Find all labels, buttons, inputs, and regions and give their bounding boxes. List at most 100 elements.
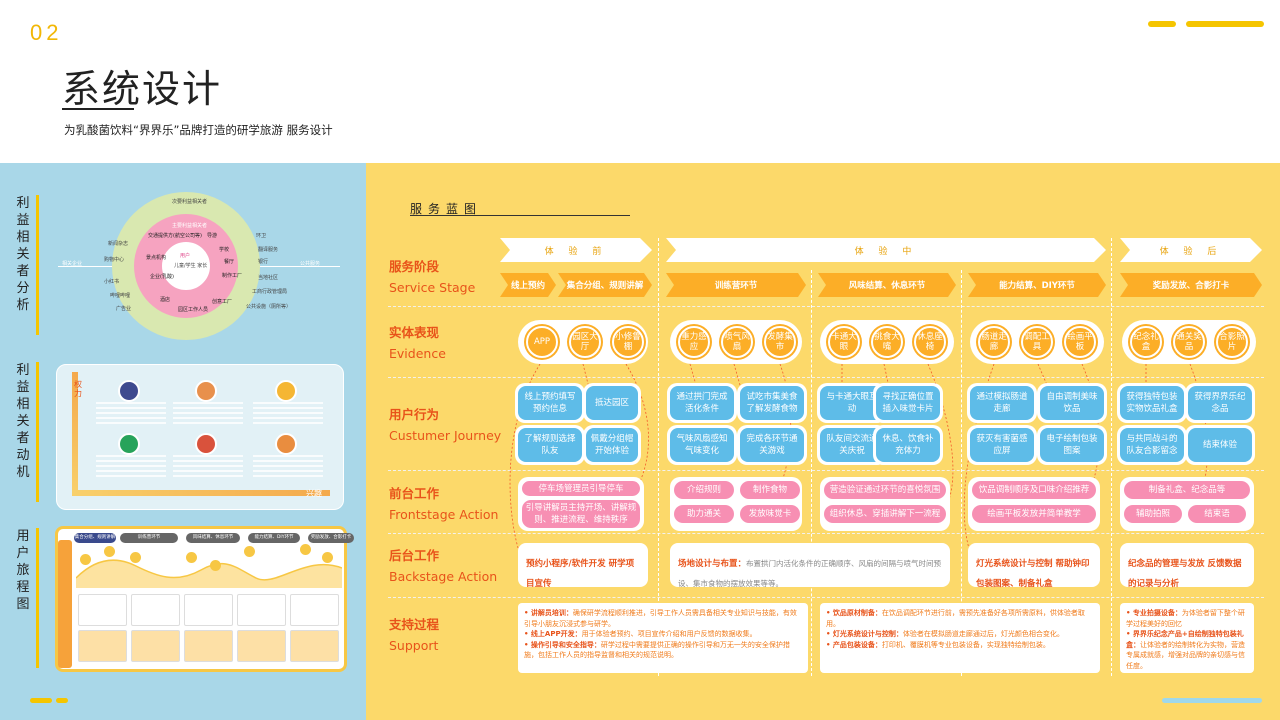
- row-label-en: Support: [389, 638, 439, 653]
- ring-outer-label: 次要利益相关者: [172, 199, 208, 205]
- support-box: • 饮品原材制备：在饮品调配环节进行前，需预先准备好各项所需原料，供体验者取用。…: [820, 603, 1100, 673]
- row-label-zh: 支持过程: [389, 617, 440, 632]
- stakeholder-item: 哔哩哔哩: [110, 293, 131, 299]
- evidence-item: 园区大厅: [569, 326, 601, 358]
- backstage-box: 场地设计与布置：布置拱门内活化条件的正确顺序、风扇的间隔与喷气时间预设、集市食物…: [670, 543, 950, 588]
- deco-bar: [56, 698, 68, 703]
- row-label-zh: 用户行为: [389, 407, 440, 422]
- frontstage-action: 制备礼盒、纪念品等: [1124, 481, 1250, 499]
- support-box: • 讲解员培训：确保研学流程顺利推进，引导工作人员需具备相关专业知识与技能，有效…: [518, 603, 808, 673]
- center-label: 用户: [180, 253, 191, 259]
- customer-action: 休息、饮食补充体力: [876, 428, 940, 462]
- center-sub-label: 儿童/学生 家长: [174, 263, 208, 269]
- row-label-zh: 后台工作: [389, 548, 440, 563]
- emotion-face-icon: [300, 544, 311, 555]
- support-item-text: 打印机、覆膜机等专业包装设备，实现独特绘制包装。: [881, 640, 1050, 649]
- support-item-text: 研学过程中需要提供正确的操作引导和万无一失的安全保护措施，包括工作人员的指导监督…: [524, 640, 790, 660]
- frontstage-action: 制作食物: [740, 481, 800, 499]
- interest-axis: [72, 490, 330, 496]
- support-item-text: 用于体验者预约、项目宣传介绍和用户反馈的数据收集。: [581, 630, 757, 638]
- evidence-item: 卡通大眼: [828, 326, 860, 358]
- stakeholder-item: 景点机构: [146, 255, 167, 261]
- title-underline: [62, 108, 134, 110]
- stakeholder-item: 公共设施（厕所等）: [246, 304, 292, 310]
- axis-right-label: 公共服务: [300, 261, 321, 267]
- frontstage-action: 助力通关: [674, 505, 734, 523]
- support-item: • 饮品原材制备：在饮品调配环节进行前，需预先准备好各项所需原料，供体验者取用。: [826, 608, 1094, 629]
- persona-avatar-icon: [118, 380, 140, 402]
- frontstage-action: 停车场管理员引导停车: [522, 481, 640, 496]
- persona-avatar-icon: [195, 380, 217, 402]
- row-label-zh: 服务阶段: [389, 259, 440, 274]
- row-divider: [388, 533, 1264, 534]
- backstage-box: 纪念品的管理与发放 反馈数据的记录与分析: [1120, 543, 1254, 589]
- stakeholder-item: 小红书: [104, 279, 120, 285]
- axis-power-label: 权力: [74, 380, 82, 398]
- frontstage-action: 饮品调制顺序及口味介绍推荐: [972, 481, 1096, 499]
- frontstage-action: 组织休息、穿插讲解下一流程: [824, 505, 946, 523]
- persona-avatar-icon: [275, 433, 297, 455]
- evidence-item: APP: [526, 326, 558, 358]
- ring-mid-label: 主要利益相关者: [172, 223, 208, 229]
- support-item-title: • 灯光系统设计与控制：: [826, 630, 903, 638]
- axis-left-label: 相关企业: [62, 261, 83, 267]
- support-item: • 界界乐纪念产品+自绘制独特包装礼盒：让体验者的绘制转化为实物，营造专属成就感…: [1126, 629, 1248, 671]
- label-bar: [36, 362, 39, 502]
- row-divider: [388, 470, 1264, 471]
- journey-label: 用户旅程图: [16, 529, 30, 612]
- stakeholder-item: 酒店: [160, 297, 171, 303]
- backstage-box: 预约小程序/软件开发 研学项目宣传: [518, 543, 648, 589]
- evidence-item: 休息座椅: [914, 326, 946, 358]
- stakeholder-item: 园区工作人员: [178, 307, 209, 313]
- journey-cell: [78, 594, 127, 626]
- stakeholder-item: 新闻杂志: [108, 241, 129, 247]
- row-label: 前台工作 Frontstage Action: [389, 483, 498, 525]
- frontstage-action: 营造验证通过环节的喜悦氛围: [824, 481, 946, 499]
- deco-bar: [30, 698, 52, 703]
- customer-action: 通过拱门完成活化条件: [670, 386, 734, 420]
- stakeholder-item: 银行: [258, 259, 269, 265]
- stakeholder-item: 餐厅: [224, 259, 235, 265]
- phase-before: 体 验 前: [500, 238, 652, 262]
- emotion-face-icon: [244, 546, 255, 557]
- stakeholder-item: 交通提供方(航空公司等): [148, 233, 202, 239]
- stakeholder-item: 企业(乳酸): [150, 274, 174, 280]
- row-label-en: Frontstage Action: [389, 507, 499, 522]
- evidence-item: 通关奖品: [1173, 326, 1205, 358]
- persona-avatar-icon: [195, 433, 217, 455]
- customer-action: 自由调制美味饮品: [1040, 386, 1104, 420]
- support-item: • 灯光系统设计与控制：体验者在模拟肠道走廊通过后，灯光颜色相合变化。: [826, 629, 1094, 640]
- customer-action: 结束体验: [1188, 428, 1252, 462]
- frontstage-action: 介绍规则: [674, 481, 734, 499]
- customer-action: 气味风扇感知气味变化: [670, 428, 734, 462]
- blueprint-title-underline: [410, 215, 630, 216]
- stakeholder-map-label: 利益相关者分析: [16, 196, 30, 313]
- stakeholder-item: 导游: [207, 233, 218, 239]
- journey-cell: [290, 630, 339, 662]
- support-item-title: • 讲解员培训：: [524, 609, 573, 617]
- support-item-text: 体验者在模拟肠道走廊通过后，灯光颜色相合变化。: [902, 630, 1064, 638]
- row-label-zh: 前台工作: [389, 486, 440, 501]
- emotion-face-icon: [104, 546, 115, 557]
- journey-cell: [184, 594, 233, 626]
- journey-tab: 能力结算、DIY环节: [248, 533, 300, 543]
- journey-cell: [184, 630, 233, 662]
- support-item-text: 在饮品调配环节进行前，需预先准备好各项所需原料，供体验者取用。: [826, 609, 1085, 628]
- stakeholder-item: 翻译服务: [258, 247, 279, 253]
- persona-description: [96, 455, 166, 479]
- journey-cell: [131, 630, 180, 662]
- customer-action: 佩戴分组帽开始体验: [586, 428, 638, 462]
- evidence-item: 纪念礼盒: [1130, 326, 1162, 358]
- journey-tab: 集合分组、规则讲解: [74, 533, 116, 543]
- journey-tab: 奖励发放、合影打卡: [308, 533, 354, 543]
- power-axis: [72, 372, 78, 496]
- stakeholder-item: 制作工厂: [222, 273, 243, 279]
- service-stage: 能力结算、DIY环节: [968, 273, 1106, 297]
- support-item-title: • 专业拍摄设备：: [1126, 609, 1182, 617]
- journey-row-labels: [58, 540, 72, 668]
- support-item: • 专业拍摄设备：为体验者留下整个研学过程美好的回忆: [1126, 608, 1248, 629]
- row-divider: [388, 306, 1264, 307]
- customer-action: 寻找正确位置插入味觉卡片: [876, 386, 940, 420]
- support-item-title: • 界界乐纪念产品+自绘制独特包装礼盒：: [1126, 630, 1244, 649]
